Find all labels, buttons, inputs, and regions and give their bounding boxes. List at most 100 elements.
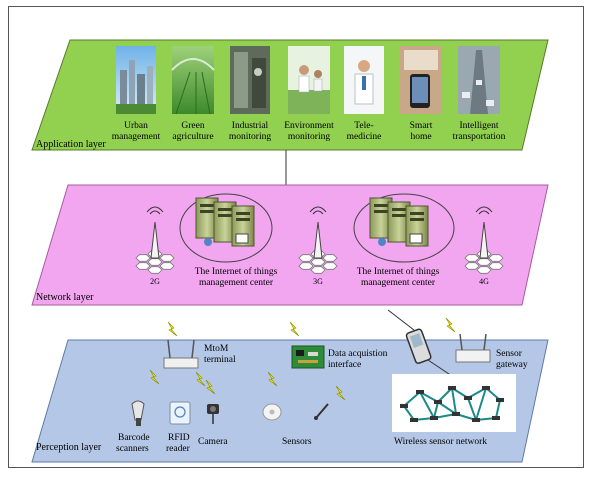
app-image-smart-home (400, 46, 442, 114)
app-label-2-line-1: monitoring (229, 132, 271, 142)
sensor-node-icon (430, 416, 438, 420)
app-label-1-line-0: Green (181, 121, 204, 131)
monitor-icon (235, 233, 249, 244)
tower-1: 3G (298, 206, 338, 286)
center-label-2-line-0: The Internet of things (357, 266, 440, 277)
mtom-label: MtoM terminal (204, 344, 236, 365)
barcode-scanner (131, 400, 145, 426)
app-label-0-line-0: Urban (124, 121, 148, 131)
app-label-1-line-1: agriculture (172, 132, 213, 142)
data-acquisition-label: Data acquistion interface (328, 349, 388, 370)
app-label-4-line-0: Tele- (354, 121, 373, 131)
sensor-device-1 (262, 403, 282, 421)
svg-text:terminal: terminal (204, 355, 236, 365)
app-label-0-line-1: management (112, 132, 161, 142)
mtom-terminal-router (163, 339, 199, 369)
signal-arcs-icon (149, 210, 161, 215)
app-image-urban (116, 46, 156, 114)
sensor-node-icon (416, 390, 424, 394)
handheld-terminal (405, 328, 432, 364)
signal-arcs-icon (312, 210, 324, 215)
sensor-node-icon (400, 404, 408, 408)
app-label-2-line-0: Industrial (232, 121, 269, 131)
rfid-label: RFID reader (166, 433, 191, 454)
sensor-node-icon (492, 416, 500, 420)
tower-0: 2G (135, 206, 175, 286)
lightning-bolt-icon (445, 317, 456, 333)
antenna-mast-icon (313, 221, 323, 259)
wsn-label: Wireless sensor network (394, 437, 487, 447)
sensor-gateway-label: Sensor gateway (496, 349, 528, 370)
lightning-bolt-icon (195, 371, 206, 387)
database-icon (204, 238, 212, 246)
svg-text:gateway: gateway (496, 360, 528, 370)
signal-arcs-icon (478, 210, 490, 215)
svg-text:Sensor: Sensor (496, 349, 523, 359)
figure-frame (8, 6, 584, 468)
sensor-device-2 (314, 403, 329, 420)
app-label-3-line-1: monitoring (288, 132, 330, 142)
app-label-5-line-1: home (410, 132, 431, 142)
sensor-node-icon (482, 386, 490, 390)
app-label-5-line-0: Smart (410, 121, 433, 131)
app-label-4-line-1: medicine (347, 132, 382, 142)
center-label-2-line-1: management center (361, 278, 436, 288)
lightning-bolt-icon (267, 371, 278, 387)
lightning-bolt-icon (167, 321, 178, 337)
wireless-link-line (387, 309, 415, 331)
rfid-reader (169, 401, 191, 425)
sensor-node-icon (410, 418, 418, 422)
sensor-node-icon (448, 386, 456, 390)
center-label-1-line-1: management center (199, 278, 274, 288)
svg-text:Data acquistion: Data acquistion (328, 349, 388, 359)
perception-layer-label: Perception layer (36, 442, 102, 453)
tower-2: 4G (464, 206, 504, 286)
antenna-mast-icon (150, 221, 160, 259)
center-label-1-line-0: The Internet of things (195, 266, 278, 277)
server-cluster-2 (369, 197, 429, 247)
server-clusters (195, 197, 429, 247)
lightning-bolt-icon (335, 385, 346, 401)
sensor-node-icon (496, 398, 504, 402)
tower-label-0: 2G (150, 277, 160, 286)
management-center-ellipse-2 (353, 193, 455, 263)
sensor-gateway (455, 333, 491, 363)
lightning-bolt-icon (205, 379, 216, 395)
svg-text:Barcode: Barcode (118, 433, 150, 443)
sensor-node-icon (464, 396, 472, 400)
lightning-bolt-icon (149, 369, 160, 385)
server-cluster-1 (195, 197, 255, 247)
sensor-node-icon (472, 418, 480, 422)
app-image-telemedicine (344, 46, 384, 114)
wireless-link-line (427, 359, 453, 377)
management-center-ellipse-1 (179, 193, 273, 263)
camera-label: Camera (198, 437, 228, 447)
app-image-greenhouse (171, 46, 215, 115)
wireless-sensor-network (392, 374, 516, 432)
app-label-6-line-1: transportation (453, 132, 506, 142)
app-label-6-line-0: Intelligent (459, 121, 498, 131)
svg-text:scanners: scanners (116, 444, 149, 454)
app-image-transportation (458, 46, 500, 114)
application-layer-label: Application layer (36, 139, 106, 150)
database-icon (378, 238, 386, 246)
app-label-3-line-0: Environment (284, 121, 334, 131)
app-image-environment (288, 46, 330, 114)
svg-text:interface: interface (328, 359, 361, 370)
tower-label-1: 3G (313, 277, 323, 286)
network-towers: 2G 3G 4G (135, 206, 504, 286)
camera-device (207, 404, 219, 424)
sensor-node-icon (434, 400, 442, 404)
data-acquisition-board (291, 345, 325, 369)
app-image-factory (230, 46, 270, 114)
sensor-node-icon (452, 412, 460, 416)
tower-label-2: 4G (479, 277, 489, 286)
barcode-label: Barcode scanners (116, 433, 150, 454)
sensors-label: Sensors (282, 437, 312, 447)
monitor-icon (409, 233, 423, 244)
svg-text:MtoM: MtoM (204, 344, 229, 354)
svg-text:RFID: RFID (168, 433, 190, 443)
